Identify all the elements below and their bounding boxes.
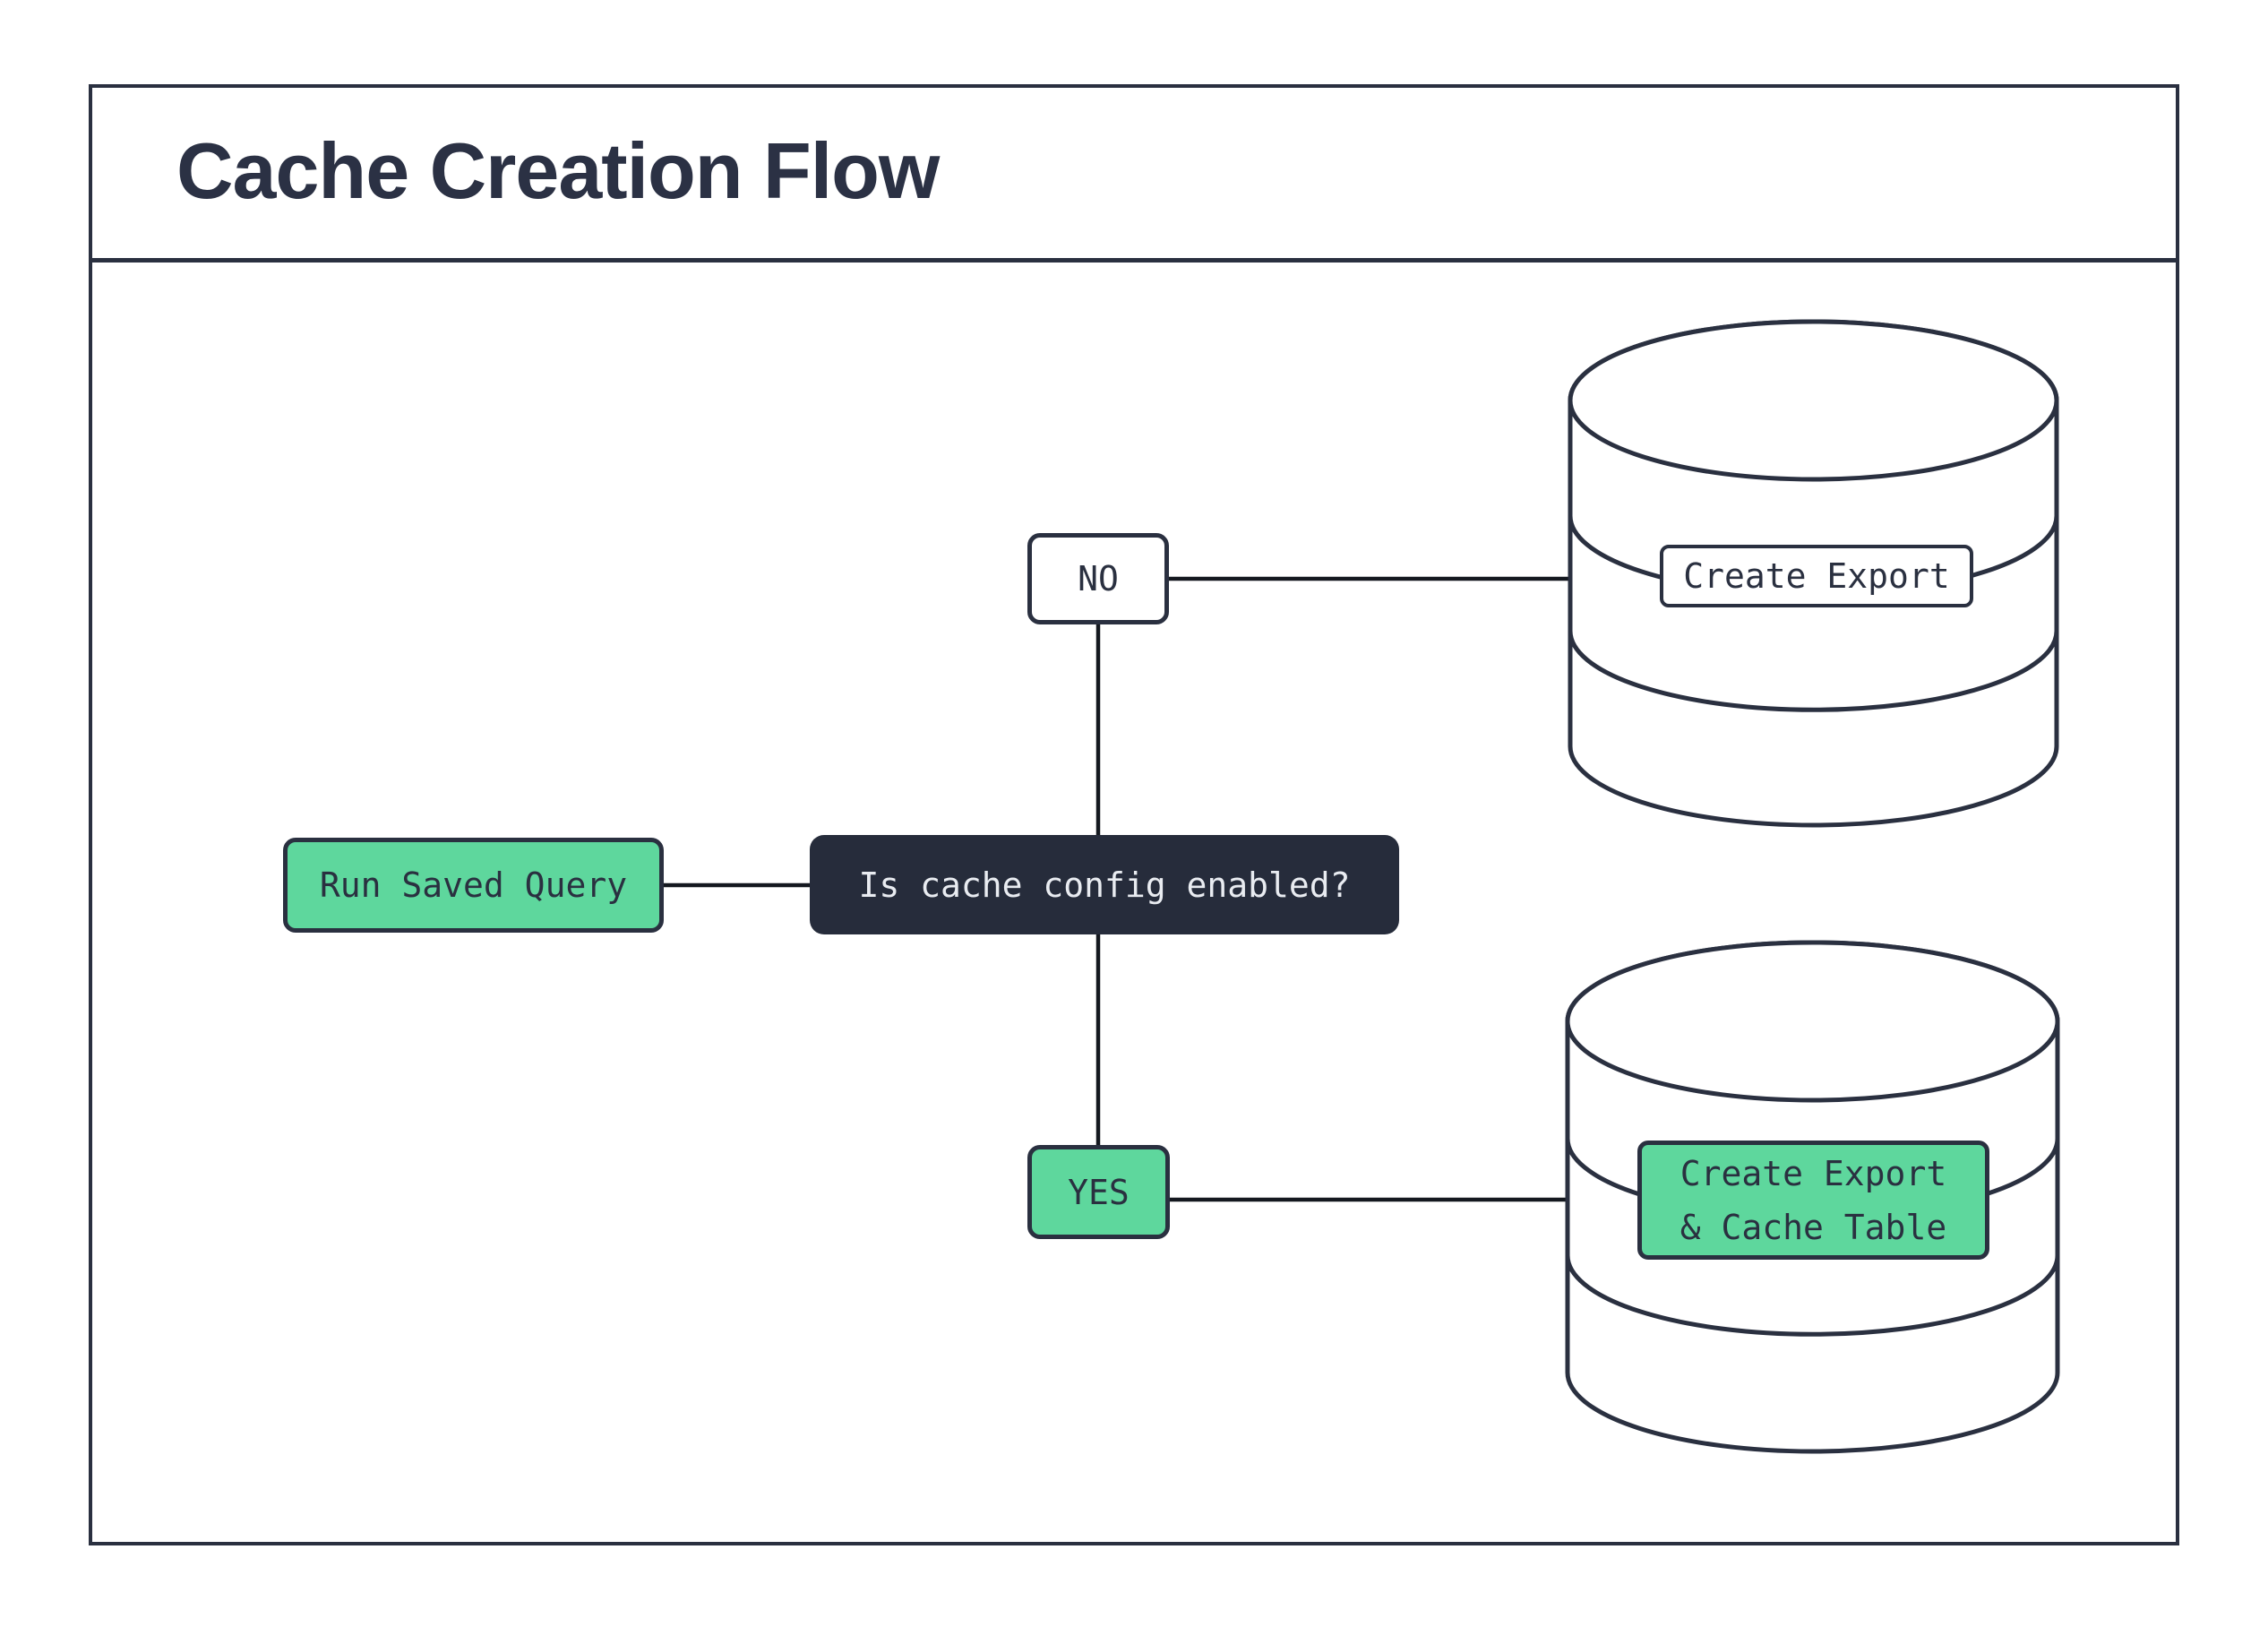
decision-label: Is cache config enabled? (858, 865, 1351, 905)
yes-branch-node: YES (1027, 1145, 1170, 1239)
create-export-node: Create Export (1660, 545, 1973, 607)
cylinder-separator-arc (1568, 631, 2059, 712)
yes-branch-label: YES (1068, 1172, 1130, 1212)
start-label: Run Saved Query (319, 865, 628, 905)
header: Cache Creation Flow (89, 84, 2179, 263)
no-branch-label: NO (1078, 559, 1119, 598)
create-export-label: Create Export (1683, 556, 1950, 596)
cache-table-label-line2: & Cache Table (1680, 1207, 1947, 1247)
page-title: Cache Creation Flow (176, 126, 940, 215)
no-branch-node: NO (1027, 533, 1169, 624)
cylinder-separator-arc (1565, 1255, 2060, 1337)
diagram-frame (89, 84, 2179, 1545)
cylinder-top-ellipse (1565, 940, 2060, 1103)
cache-table-label-line1: Create Export (1680, 1153, 1947, 1193)
connector-lines (664, 576, 1570, 1202)
cylinder-top-ellipse (1568, 319, 2059, 482)
create-export-cache-table-node: Create Export & Cache Table (1637, 1141, 1989, 1260)
decision-node: Is cache config enabled? (810, 835, 1399, 934)
start-node: Run Saved Query (283, 838, 664, 933)
